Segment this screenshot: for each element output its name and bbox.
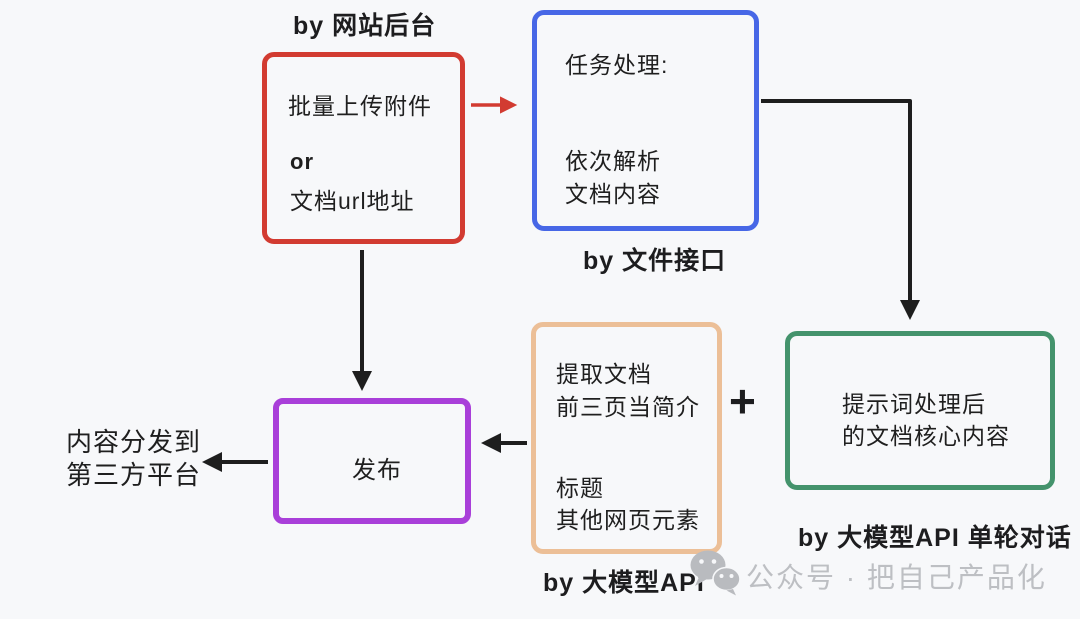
upload-attachments-node: 批量上传附件 or 文档url地址 <box>262 52 465 244</box>
publish-node: 发布 <box>273 398 471 524</box>
extract-document-node: 提取文档 前三页当简介 标题 其他网页元素 <box>531 322 722 554</box>
distribute-note: 内容分发到 第三方平台 <box>66 426 201 492</box>
publish-label: 发布 <box>352 457 402 484</box>
llm-api-annotation: by 大模型API <box>543 569 705 597</box>
upload-line1: 批量上传附件 <box>288 93 432 119</box>
watermark-text: 公众号 · 把自己产品化 <box>746 562 1047 593</box>
task-processing-node: 任务处理: 依次解析 文档内容 <box>532 10 759 231</box>
upload-line3: 文档url地址 <box>290 188 415 214</box>
upload-line2: or <box>290 149 314 174</box>
extract-line4: 其他网页元素 <box>556 507 700 533</box>
plus-sign: + <box>729 375 756 427</box>
distribute-line1: 内容分发到 <box>66 427 202 457</box>
task-line2: 依次解析 <box>565 148 661 174</box>
wechat-icon <box>690 550 741 596</box>
extract-line2: 前三页当简介 <box>556 394 700 420</box>
distribute-line2: 第三方平台 <box>66 460 202 490</box>
llm-single-turn-annotation: by 大模型API 单轮对话 <box>798 524 1072 552</box>
core-line2: 的文档核心内容 <box>842 423 1010 449</box>
file-api-annotation: by 文件接口 <box>583 247 727 275</box>
core-line1: 提示词处理后 <box>842 391 986 417</box>
backend-annotation: by 网站后台 <box>293 12 437 40</box>
watermark: 公众号 · 把自己产品化 <box>688 548 1045 596</box>
task-line1: 任务处理: <box>565 52 669 78</box>
arrow-task-to-core <box>761 99 920 320</box>
extract-line1: 提取文档 <box>556 361 652 387</box>
core-content-node: 提示词处理后 的文档核心内容 <box>785 331 1055 490</box>
task-line3: 文档内容 <box>565 181 661 207</box>
extract-line3: 标题 <box>556 475 604 501</box>
